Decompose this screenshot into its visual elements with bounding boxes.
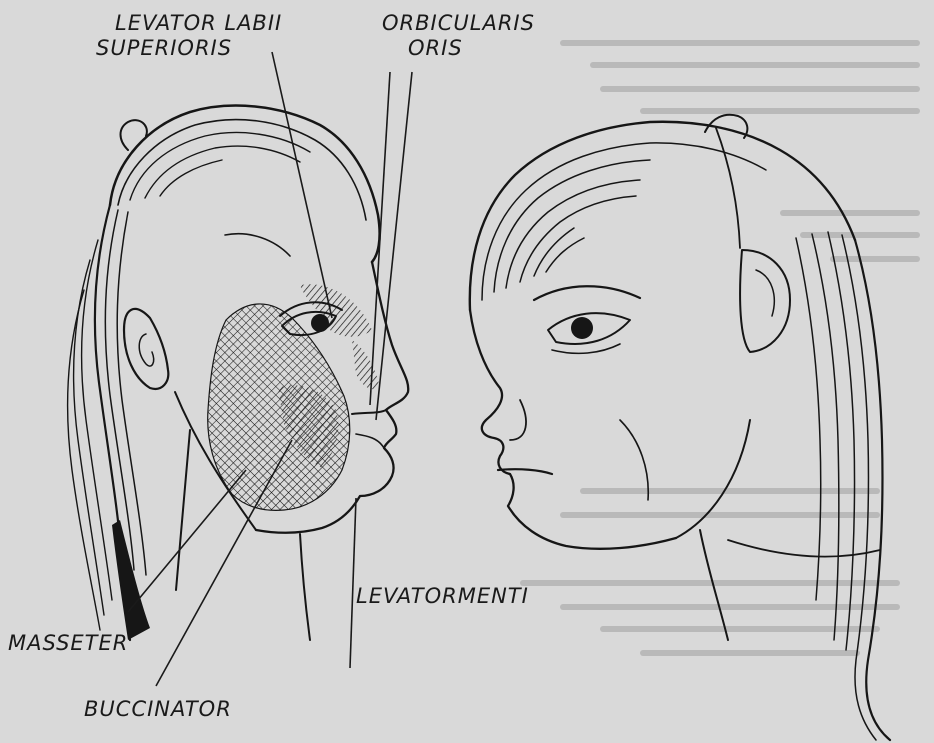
label-orbicularis-line1: ORBICULARIS xyxy=(382,11,535,35)
leader-levator-menti xyxy=(350,498,356,668)
leader-orbicularis-oris xyxy=(376,72,412,420)
right-face-drawing xyxy=(470,115,890,740)
label-levator-labii-line1: LEVATOR LABII xyxy=(115,11,282,35)
background-page-text xyxy=(520,40,920,656)
leader-masseter xyxy=(128,470,246,612)
leader-levator-labii xyxy=(272,52,332,318)
label-orbicularis-line2: ORIS xyxy=(408,36,463,60)
leader-orbicularis-oris-2 xyxy=(370,72,390,405)
label-levator-labii-line2: SUPERIORIS xyxy=(96,36,232,60)
label-buccinator: BUCCINATOR xyxy=(84,697,232,721)
label-levator-menti: LEVATORMENTI xyxy=(356,584,529,608)
label-masseter: MASSETER xyxy=(8,631,128,655)
left-face-drawing xyxy=(68,106,409,640)
